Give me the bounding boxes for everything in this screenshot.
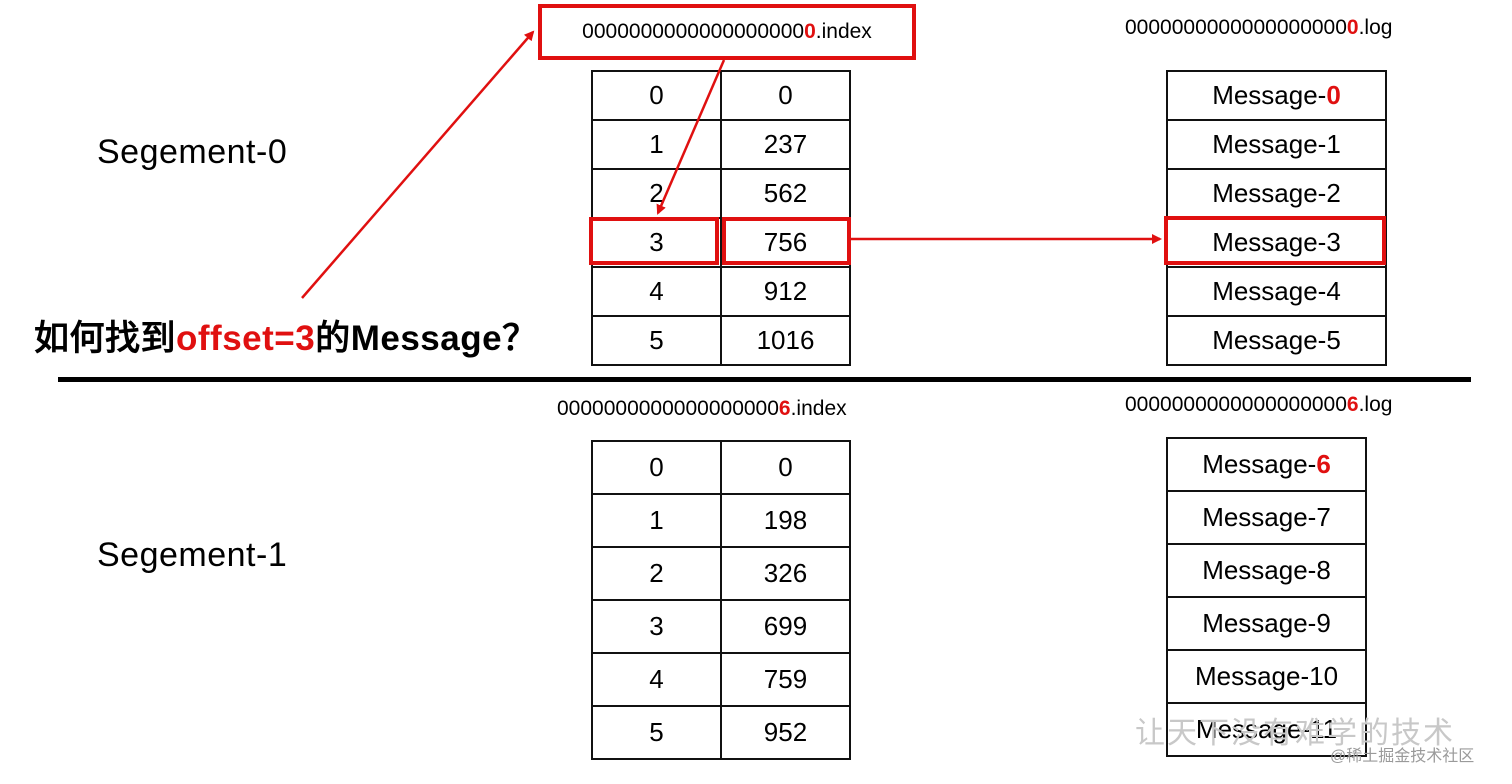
highlight-message-3-box — [1164, 216, 1386, 265]
segment-1-index-filename: 00000000000000000006.index — [557, 397, 847, 420]
index-position-cell: 699 — [720, 599, 851, 654]
message-cell: Message-9 — [1166, 596, 1367, 651]
message-cell: Message-2 — [1166, 168, 1387, 219]
watermark-decoration: 让天下没有难学的技术 — [1135, 716, 1455, 751]
table-row: Message-8 — [1166, 543, 1367, 598]
segment-1-label: Segement-1 — [97, 536, 288, 574]
table-row: Message-5 — [1166, 315, 1387, 366]
index-offset-cell: 4 — [591, 266, 722, 317]
question-text: 如何找到offset=3的Message？ — [34, 319, 538, 358]
index-position-cell: 912 — [720, 266, 851, 317]
segment-1-log-filename: 00000000000000000006.log — [1125, 393, 1393, 416]
table-row: Message-7 — [1166, 490, 1367, 545]
index-offset-cell: 3 — [591, 599, 722, 654]
message-cell: Message-8 — [1166, 543, 1367, 598]
segment-1-message-table: Message-6 Message-7 Message-8 Message-9 … — [1166, 437, 1367, 757]
table-row: Message-2 — [1166, 168, 1387, 219]
index-offset-cell: 4 — [591, 652, 722, 707]
index-position-cell: 0 — [720, 440, 851, 495]
message-cell: Message-3 — [1166, 217, 1387, 268]
message-cell: Message-11 — [1166, 702, 1367, 757]
index-position-cell: 0 — [720, 70, 851, 121]
table-row: Message-6 — [1166, 437, 1367, 492]
segment-0-label: Segement-0 — [97, 133, 288, 171]
segment-0-log-filename: 00000000000000000000.log — [1125, 16, 1393, 39]
index-position-cell: 198 — [720, 493, 851, 548]
message-cell: Message-5 — [1166, 315, 1387, 366]
index-offset-cell: 5 — [591, 315, 722, 366]
message-cell: Message-6 — [1166, 437, 1367, 492]
message-cell: Message-0 — [1166, 70, 1387, 121]
index-position-cell: 952 — [720, 705, 851, 760]
highlight-position-756-box — [722, 217, 851, 265]
message-cell: Message-7 — [1166, 490, 1367, 545]
message-cell: Message-10 — [1166, 649, 1367, 704]
index-position-cell: 562 — [720, 168, 851, 219]
message-cell: Message-1 — [1166, 119, 1387, 170]
segment-0-index-filename-box: 00000000000000000000.index — [538, 4, 916, 60]
table-row: Message-11 — [1166, 702, 1367, 757]
watermark-text: @稀土掘金技术社区 — [1330, 748, 1475, 765]
highlight-offset-3-box — [589, 217, 719, 265]
index-offset-cell: 0 — [591, 440, 722, 495]
index-offset-cell: 2 — [591, 168, 722, 219]
index-position-cell: 326 — [720, 546, 851, 601]
message-cell: Message-4 — [1166, 266, 1387, 317]
table-row: Message-9 — [1166, 596, 1367, 651]
table-row: Message-3 — [1166, 217, 1387, 268]
segment-0-index-filename: 00000000000000000000.index — [582, 20, 872, 43]
table-row: Message-1 — [1166, 119, 1387, 170]
table-row: Message-4 — [1166, 266, 1387, 317]
index-position-cell: 237 — [720, 119, 851, 170]
index-offset-cell: 0 — [591, 70, 722, 121]
index-offset-cell: 2 — [591, 546, 722, 601]
index-offset-cell: 5 — [591, 705, 722, 760]
table-row: Message-10 — [1166, 649, 1367, 704]
table-row: Message-0 — [1166, 70, 1387, 121]
segment-divider — [58, 377, 1471, 382]
index-position-cell: 759 — [720, 652, 851, 707]
segment-0-message-table: Message-0 Message-1 Message-2 Message-3 … — [1166, 70, 1387, 366]
index-position-cell: 1016 — [720, 315, 851, 366]
arrow-question-to-index-file — [301, 30, 535, 299]
index-offset-cell: 1 — [591, 119, 722, 170]
index-offset-cell: 1 — [591, 493, 722, 548]
